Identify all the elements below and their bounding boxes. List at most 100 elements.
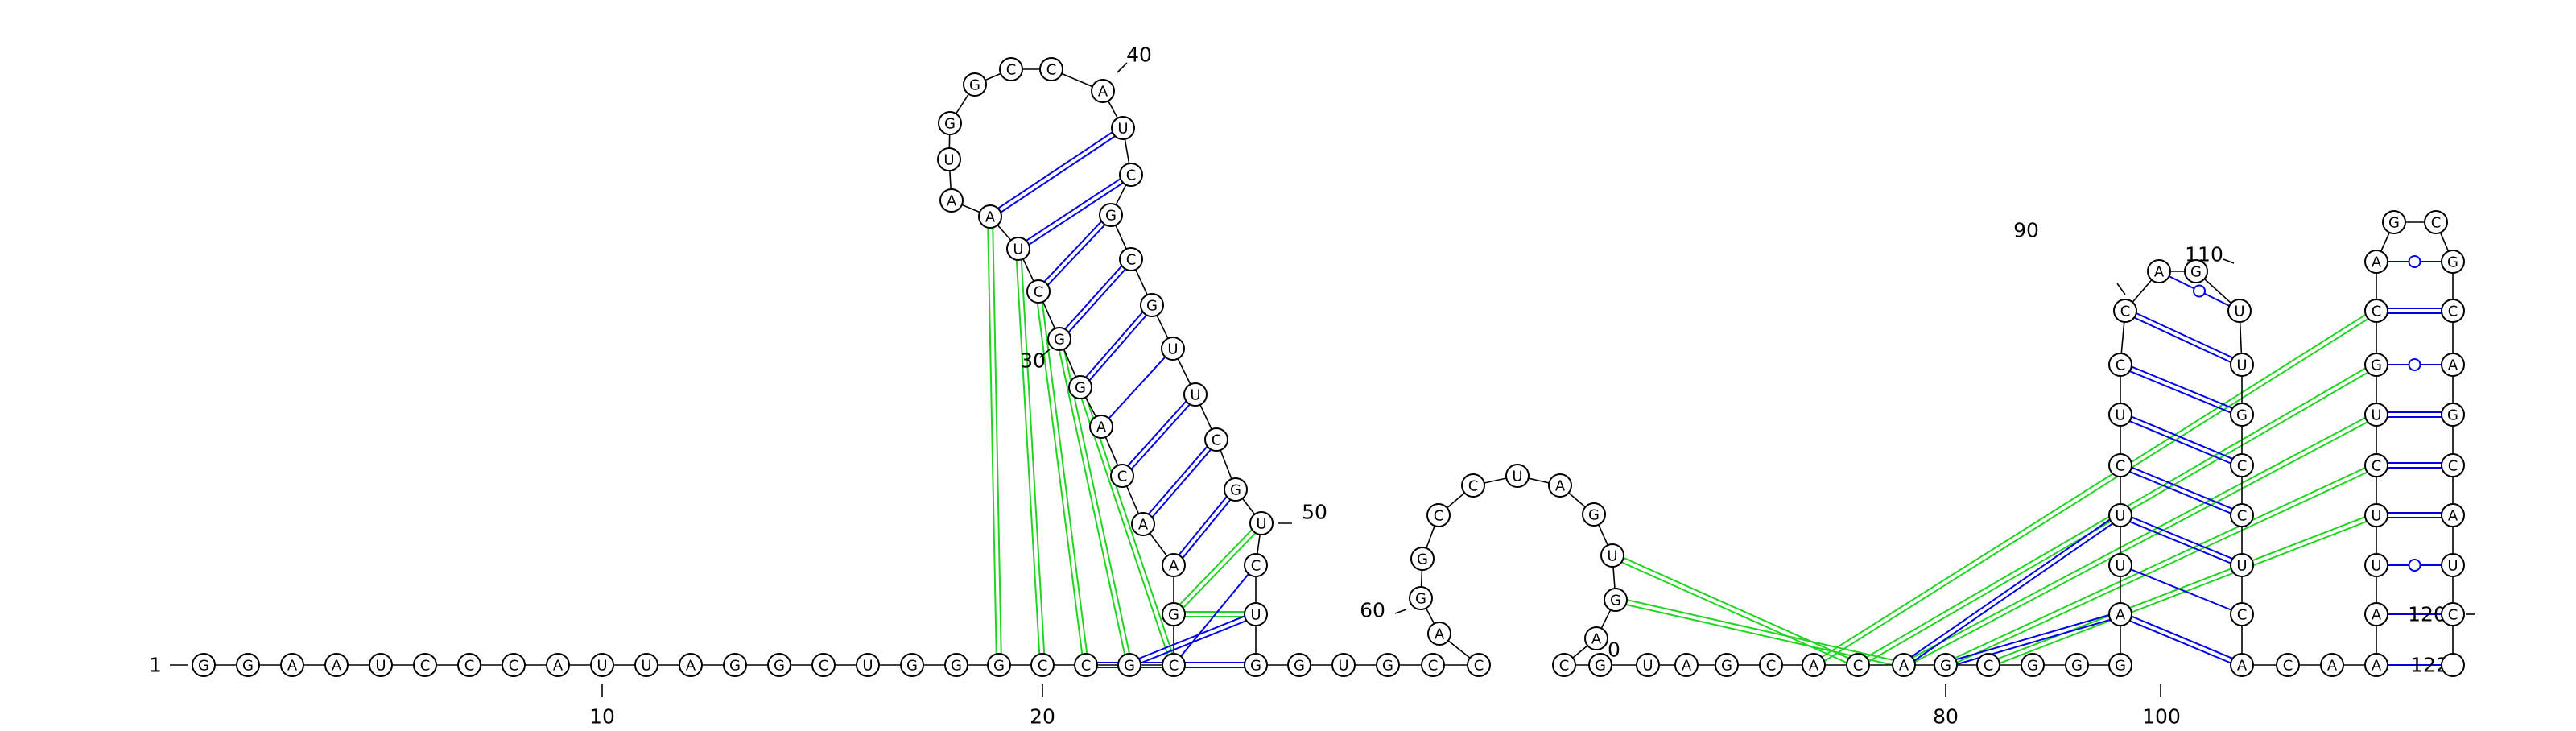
nucleotide: G xyxy=(1582,502,1606,527)
base-pair-line xyxy=(1911,518,2111,658)
nucleotide-letter: A xyxy=(686,658,696,675)
base-pair-line xyxy=(2129,370,2231,414)
nucleotide-letter: A xyxy=(1591,631,1602,648)
nucleotide-circle xyxy=(811,653,836,677)
nucleotide: C xyxy=(413,653,437,677)
base-pair-layer xyxy=(997,131,2442,671)
nucleotide: G xyxy=(1715,653,1739,677)
nucleotide: G xyxy=(944,653,968,677)
nucleotide-letter: C xyxy=(1984,658,1994,675)
nucleotide-circle xyxy=(2320,653,2344,677)
pseudoknot-pair-line xyxy=(1625,604,1893,666)
nucleotide: C xyxy=(2364,299,2388,323)
nucleotide-circle xyxy=(1140,293,1164,317)
nucleotide: C xyxy=(2441,602,2465,626)
nucleotide-letter: C xyxy=(2431,215,2442,232)
base-pair-line xyxy=(2131,415,2233,460)
nucleotide: G xyxy=(723,653,747,677)
nucleotide-letter: A xyxy=(1809,658,1819,675)
nucleotide-circle xyxy=(1119,163,1143,187)
nucleotide-letter: C xyxy=(2372,304,2382,320)
nucleotide-letter: U xyxy=(2371,407,2381,424)
nucleotide: U xyxy=(1111,116,1135,140)
base-pair-line xyxy=(2136,312,2233,359)
nucleotide-circle xyxy=(280,653,304,677)
base-pair-line xyxy=(2131,615,2233,659)
nucleotide-letter: C xyxy=(2448,607,2458,624)
nucleotide-circle xyxy=(1552,653,1576,677)
nucleotide-circle xyxy=(2441,453,2465,477)
nucleotide-circle xyxy=(1715,653,1739,677)
pseudoknot-pair-line xyxy=(1914,421,2368,663)
position-label: 90 xyxy=(2013,219,2039,242)
nucleotide: C xyxy=(2230,602,2254,626)
nucleotide-circle xyxy=(1759,653,1783,677)
nucleotide: U xyxy=(1600,543,1624,568)
pseudoknot-pair-line xyxy=(987,228,997,655)
base-pair-line xyxy=(2129,521,2231,564)
nucleotide-circle xyxy=(2364,653,2388,677)
nucleotide-circle xyxy=(1089,415,1113,439)
pseudoknot-pair-line xyxy=(1821,314,2367,658)
nucleotide-circle xyxy=(1047,327,1071,351)
nucleotide: A xyxy=(2108,602,2132,626)
wobble-pair-marker xyxy=(2408,358,2421,371)
nucleotide-circle xyxy=(1091,79,1115,103)
nucleotide-circle xyxy=(1892,653,1916,677)
nucleotide-letter: U xyxy=(1013,242,1023,258)
nucleotide-circle xyxy=(2441,403,2465,427)
pseudoknot-pair-line xyxy=(1020,259,1046,654)
nucleotide-circle xyxy=(2147,259,2171,283)
nucleotide-letter: C xyxy=(1126,252,1137,269)
nucleotide: G xyxy=(1934,653,1958,677)
nucleotide-letter: A xyxy=(985,209,996,226)
nucleotide: U xyxy=(1006,237,1030,261)
nucleotide-circle xyxy=(1026,279,1051,304)
nucleotide-circle xyxy=(963,72,987,97)
nucleotide: C xyxy=(1039,57,1063,81)
pseudoknot-pair-line xyxy=(1999,520,2368,664)
nucleotide: C xyxy=(502,653,526,677)
nucleotide-circle xyxy=(1183,382,1208,407)
nucleotide: C xyxy=(1074,653,1098,677)
start-label: 1 xyxy=(149,654,162,677)
nucleotide-circle xyxy=(1039,57,1063,81)
nucleotide: A xyxy=(1802,653,1826,677)
nucleotide-letter: U xyxy=(2115,508,2125,525)
nucleotide: C xyxy=(1461,473,1485,498)
nucleotide-letter: U xyxy=(1338,658,1348,675)
nucleotide: C xyxy=(2276,653,2300,677)
pseudoknot-layer xyxy=(987,227,2369,666)
base-pair-line xyxy=(2134,316,2231,363)
nucleotide-letter: A xyxy=(1682,658,1692,675)
nucleotide-letter: U xyxy=(641,658,651,675)
nucleotide-letter: G xyxy=(993,658,1005,675)
nucleotide-letter: C xyxy=(1766,658,1777,675)
nucleotide: G xyxy=(938,111,962,135)
nucleotide-circle xyxy=(1006,237,1030,261)
nucleotide: C xyxy=(2108,453,2132,477)
position-label: 60 xyxy=(1360,599,1385,622)
nucleotide-letter: U xyxy=(943,152,954,169)
nucleotide: C xyxy=(1426,503,1451,527)
nucleotide: C xyxy=(2108,353,2132,377)
nucleotide-letter: C xyxy=(2237,508,2248,525)
nucleotide: C xyxy=(2364,453,2388,477)
nucleotide-circle xyxy=(236,653,260,677)
nucleotide-letter: A xyxy=(1138,517,1149,534)
nucleotide: C xyxy=(1119,163,1143,187)
nucleotide: G xyxy=(2441,403,2465,427)
nucleotide-circle xyxy=(1409,586,1433,610)
nucleotide-letter: C xyxy=(2448,458,2458,475)
nucleotide-letter: G xyxy=(2071,658,2083,675)
nucleotide-circle xyxy=(2276,653,2300,677)
nucleotide: A xyxy=(1548,473,1572,498)
nucleotide-letter: C xyxy=(420,658,431,675)
nucleotide-letter: C xyxy=(1474,658,1484,675)
nucleotide-circle xyxy=(939,188,964,213)
nucleotide-circle xyxy=(1068,375,1092,399)
nucleotide: G xyxy=(900,653,924,677)
base-pair-line xyxy=(2131,366,2233,409)
nucleotide-letter: U xyxy=(1642,658,1653,675)
